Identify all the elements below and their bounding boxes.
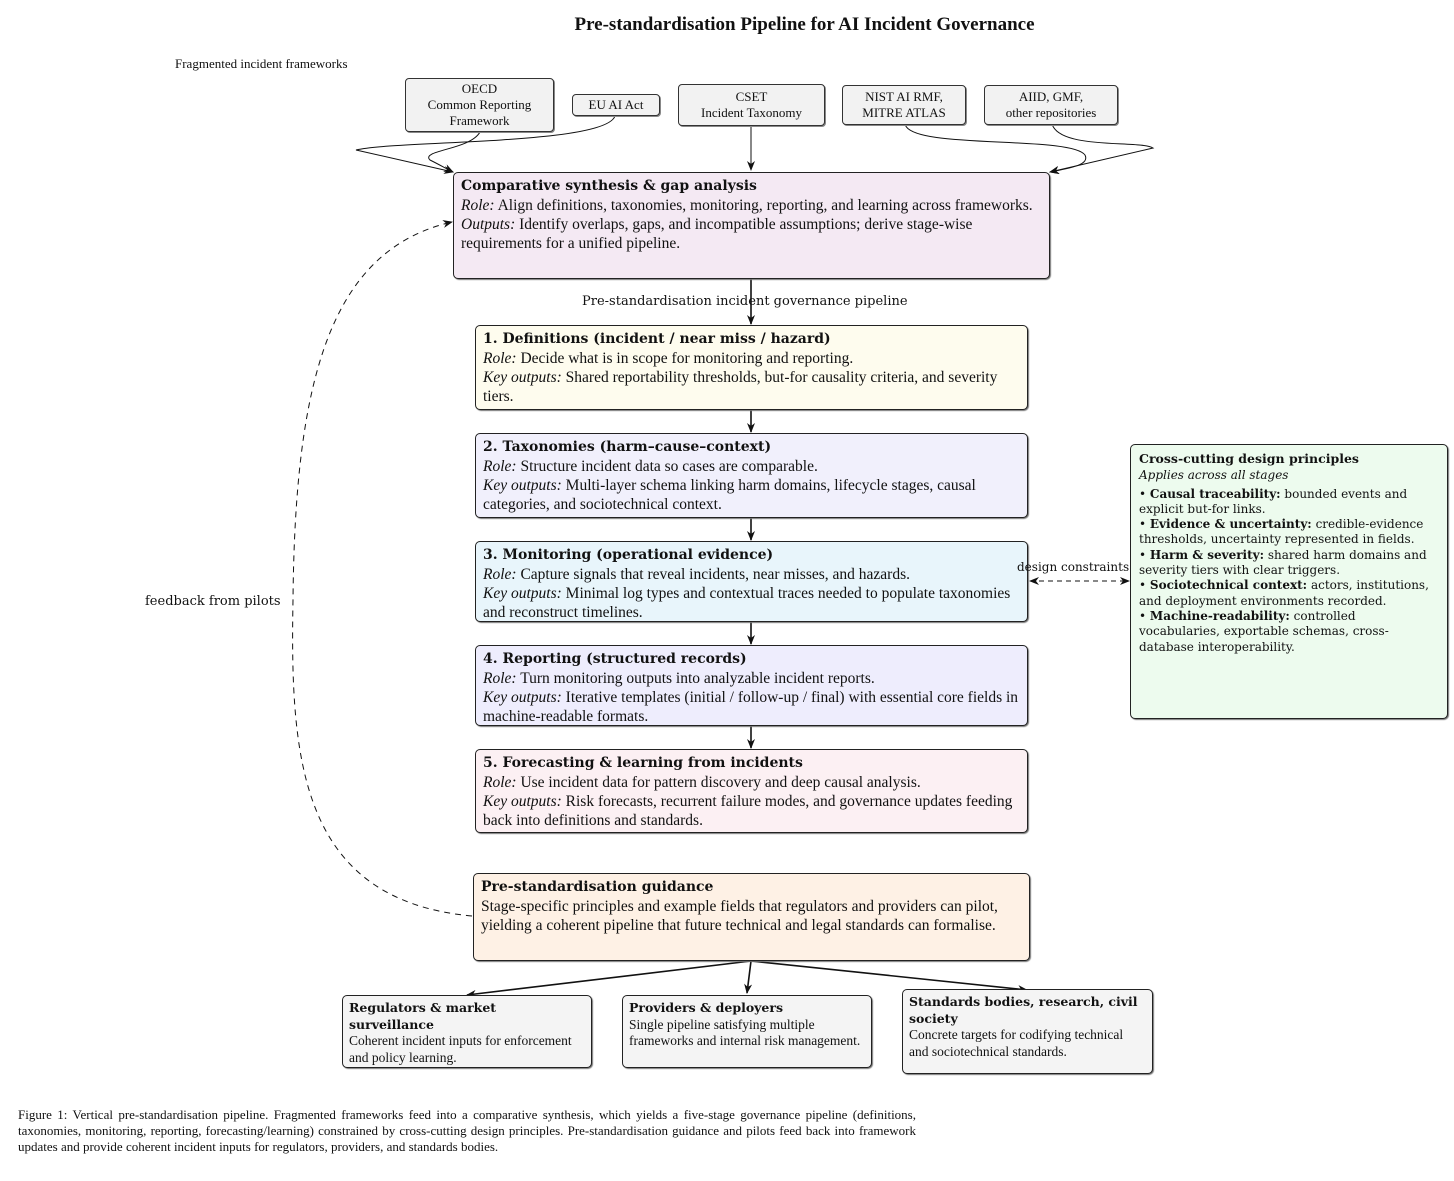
- principle-text: controlled vocabularies, exportable sche…: [1139, 608, 1389, 654]
- principle-item: • Evidence & uncertainty: credible-evide…: [1139, 517, 1424, 547]
- arrow-oecd-to-synthesis: [428, 131, 481, 173]
- source-line: NIST AI RMF,: [865, 89, 943, 104]
- stage-role: Capture signals that reveal incidents, n…: [520, 566, 910, 583]
- audience-heading: Providers & deployers: [629, 1000, 783, 1015]
- audience-heading: Standards bodies, research, civil societ…: [909, 994, 1138, 1026]
- stage-definitions: 1. Definitions (incident / near miss / h…: [475, 325, 1028, 410]
- outputs-label: Key outputs:: [483, 793, 562, 810]
- principle-label: Machine-readability:: [1149, 608, 1290, 623]
- synthesis-outputs: Identify overlaps, gaps, and incompatibl…: [461, 216, 973, 252]
- fragmented-frameworks-label: Fragmented incident frameworks: [175, 56, 348, 71]
- stage-forecasting: 5. Forecasting & learning from incidents…: [475, 749, 1028, 833]
- arrow-guidance-to-regulators: [466, 960, 752, 998]
- cross-cutting-principles-box: Cross-cutting design principles Applies …: [1130, 444, 1448, 719]
- guidance-heading: Pre-standardisation guidance: [481, 879, 714, 895]
- source-oecd: OECD Common Reporting Framework: [405, 78, 554, 132]
- stage-heading: 2. Taxonomies (harm–cause–context): [483, 439, 772, 455]
- stage-outputs: Iterative templates (initial / follow-up…: [483, 689, 1019, 725]
- principle-label: Evidence & uncertainty:: [1149, 517, 1312, 532]
- stage-role: Decide what is in scope for monitoring a…: [520, 350, 854, 367]
- source-line: other repositories: [1005, 105, 1097, 120]
- audience-heading: Regulators & market surveillance: [349, 1000, 497, 1032]
- stage-heading: 3. Monitoring (operational evidence): [483, 547, 774, 563]
- outputs-label: Outputs:: [461, 216, 516, 233]
- outputs-label: Key outputs:: [483, 585, 562, 602]
- principles-heading: Cross-cutting design principles: [1139, 451, 1359, 466]
- audience-providers: Providers & deployers Single pipeline sa…: [622, 995, 872, 1068]
- principle-item: • Causal traceability: bounded events an…: [1139, 486, 1408, 516]
- principle-text: credible-evidence thresholds, uncertaint…: [1139, 517, 1424, 547]
- stage-taxonomies: 2. Taxonomies (harm–cause–context) Role:…: [475, 433, 1028, 518]
- stage-role: Structure incident data so cases are com…: [520, 458, 818, 475]
- principle-item: • Harm & severity: shared harm domains a…: [1139, 547, 1427, 578]
- stage-role: Use incident data for pattern discovery …: [520, 774, 921, 791]
- audience-regulators: Regulators & market surveillance Coheren…: [342, 995, 592, 1068]
- source-cset: CSET Incident Taxonomy: [678, 84, 825, 126]
- arrow-euaiact-to-synthesis: [355, 115, 616, 174]
- source-line: CSET: [735, 89, 768, 104]
- arrow-guidance-to-providers: [744, 960, 753, 994]
- arrow-aiid-to-synthesis: [1049, 123, 1155, 174]
- source-line: Framework: [449, 113, 510, 128]
- arrow-nist-to-synthesis: [904, 123, 1087, 175]
- stage-heading: 1. Definitions (incident / near miss / h…: [483, 331, 831, 347]
- source-nist-mitre: NIST AI RMF, MITRE ATLAS: [842, 85, 966, 125]
- stage-monitoring: 3. Monitoring (operational evidence) Rol…: [475, 541, 1028, 622]
- feedback-label: feedback from pilots: [145, 594, 281, 609]
- principle-text: shared harm domains and severity tiers w…: [1139, 547, 1427, 578]
- source-eu-ai-act: EU AI Act: [572, 94, 660, 116]
- synthesis-box: Comparative synthesis & gap analysis Rol…: [453, 172, 1050, 279]
- outputs-label: Key outputs:: [483, 369, 562, 386]
- source-aiid-gmf: AIID, GMF, other repositories: [984, 85, 1118, 125]
- principle-text: bounded events and explicit but-for link…: [1139, 486, 1408, 516]
- principles-subheading: Applies across all stages: [1139, 468, 1289, 483]
- source-line: Incident Taxonomy: [700, 105, 803, 120]
- principle-label: Harm & severity:: [1149, 547, 1265, 562]
- stage-heading: 5. Forecasting & learning from incidents: [483, 755, 803, 771]
- audience-text: Concrete targets for codifying technical…: [909, 1027, 1124, 1059]
- arrow-feedback-from-pilots: [292, 220, 473, 917]
- guidance-text: Stage-specific principles and example fi…: [481, 898, 998, 934]
- source-line: MITRE ATLAS: [862, 105, 946, 120]
- principle-label: Sociotechnical context:: [1149, 578, 1308, 593]
- synthesis-role: Align definitions, taxonomies, monitorin…: [497, 197, 1033, 214]
- principle-item: • Machine-readability: controlled vocabu…: [1139, 608, 1389, 654]
- stage-heading: 4. Reporting (structured records): [483, 651, 747, 667]
- stage-reporting: 4. Reporting (structured records) Role: …: [475, 645, 1028, 726]
- role-label: Role:: [483, 670, 517, 687]
- audience-text: Coherent incident inputs for enforcement…: [349, 1033, 572, 1065]
- synthesis-heading: Comparative synthesis & gap analysis: [461, 178, 757, 194]
- outputs-label: Key outputs:: [483, 689, 562, 706]
- figure-title: Pre-standardisation Pipeline for AI Inci…: [574, 14, 1035, 35]
- principle-label: Causal traceability:: [1149, 486, 1281, 501]
- role-label: Role:: [483, 774, 517, 791]
- audience-text: Single pipeline satisfying multiple fram…: [629, 1016, 861, 1049]
- outputs-label: Key outputs:: [483, 477, 562, 494]
- stage-outputs: Minimal log types and contextual traces …: [483, 585, 1011, 621]
- role-label: Role:: [483, 566, 517, 583]
- design-constraints-label: design constraints: [1017, 560, 1130, 574]
- role-label: Role:: [483, 458, 517, 475]
- source-line: OECD: [461, 81, 498, 96]
- source-line: Common Reporting: [427, 97, 532, 112]
- pipeline-label: Pre-standardisation incident governance …: [582, 294, 908, 309]
- role-label: Role:: [461, 197, 495, 214]
- stage-outputs: Shared reportability thresholds, but-for…: [483, 369, 998, 405]
- stage-outputs: Risk forecasts, recurrent failure modes,…: [483, 793, 1013, 829]
- source-line: AIID, GMF,: [1018, 89, 1084, 104]
- role-label: Role:: [483, 350, 517, 367]
- stage-role: Turn monitoring outputs into analyzable …: [520, 670, 875, 687]
- stage-outputs: Multi-layer schema linking harm domains,…: [483, 477, 976, 513]
- source-line: EU AI Act: [588, 97, 644, 112]
- arrow-guidance-to-standards: [750, 960, 1028, 994]
- principle-text: actors, institutions, and deployment env…: [1139, 578, 1429, 608]
- figure-caption: Figure 1: Vertical pre-standardisation p…: [18, 1107, 916, 1154]
- guidance-box: Pre-standardisation guidance Stage-speci…: [473, 873, 1030, 961]
- principle-item: • Sociotechnical context: actors, instit…: [1139, 578, 1429, 608]
- audience-standards-bodies: Standards bodies, research, civil societ…: [902, 989, 1153, 1074]
